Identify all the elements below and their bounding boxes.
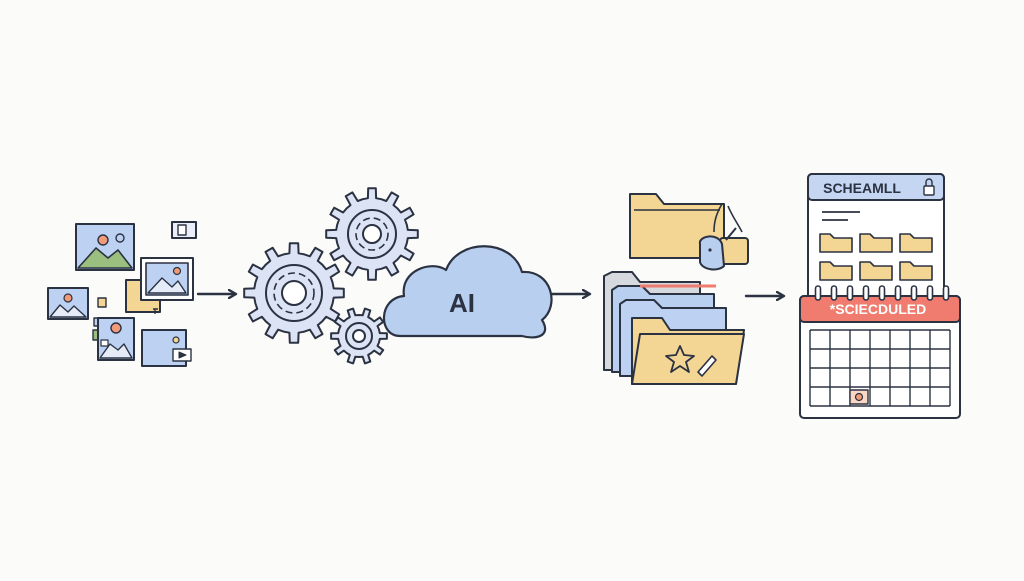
calendar-marked-day	[849, 389, 869, 405]
cloud-icon: AI	[382, 245, 553, 339]
folder-icon	[859, 261, 893, 281]
folder-icon	[899, 261, 933, 281]
schedule-card: SCHEAMLL	[807, 173, 945, 303]
image-cluster	[47, 221, 197, 367]
folder-icon	[859, 233, 893, 253]
folders-group	[603, 193, 749, 385]
image-icon	[171, 221, 197, 239]
gear-icon	[243, 242, 345, 344]
lock-icon	[923, 178, 935, 196]
sticker-icon	[97, 297, 107, 308]
cloud-label: AI	[449, 288, 475, 318]
image-icon	[141, 329, 192, 367]
folder-icon	[819, 233, 853, 253]
image-icon	[97, 317, 135, 361]
schedule-card-title: SCHEAMLL	[823, 180, 901, 196]
folder-icon	[819, 261, 853, 281]
gear-icon	[330, 307, 388, 365]
gear-icon	[325, 187, 419, 281]
folder-icon	[899, 233, 933, 253]
gears-group	[243, 187, 419, 365]
calendar-grid	[809, 329, 951, 407]
pencil-icon	[697, 355, 717, 377]
tag-icon	[698, 203, 749, 271]
image-icon	[47, 287, 89, 320]
star-icon	[665, 345, 695, 373]
folder-icon	[631, 317, 745, 385]
image-icon	[75, 223, 135, 271]
tick-mark	[153, 308, 158, 314]
calendar-icon: *SCIECDULED	[799, 285, 961, 419]
mini-folder-grid	[819, 233, 933, 281]
image-icon	[140, 257, 194, 301]
calendar-rings	[814, 285, 950, 301]
calendar-title: *SCIECDULED	[830, 301, 926, 317]
